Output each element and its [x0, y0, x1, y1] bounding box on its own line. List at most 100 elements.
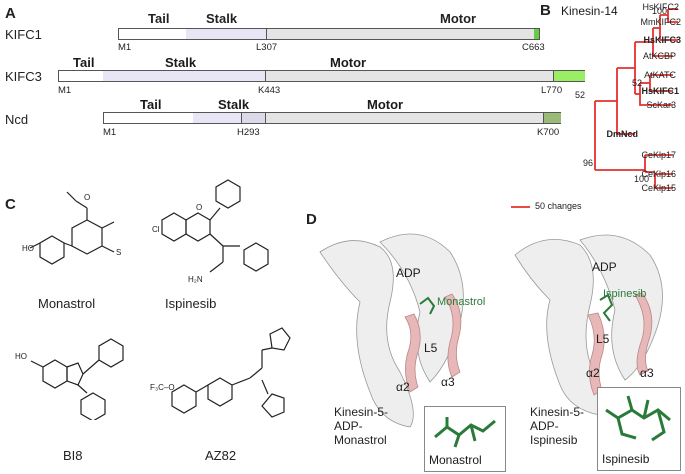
leaf-ceklp17: CeKlp17 — [641, 150, 676, 160]
kifc3-stalk-label: Stalk — [165, 55, 197, 70]
left-caption: Kinesin-5- ADP- Monastrol — [334, 405, 388, 447]
right-caption-line1: Kinesin-5- — [530, 405, 585, 419]
kifc1-end: C663 — [522, 42, 545, 53]
svg-text:O: O — [196, 203, 202, 212]
bi8-structure: HO — [15, 338, 124, 420]
az82-label: AZ82 — [205, 448, 237, 463]
kifc1-stalk-label: Stalk — [206, 11, 238, 26]
leaf-hskifc1: HsKIFC1 — [641, 86, 679, 96]
kifc3-stalk-seg — [103, 71, 265, 81]
right-inset-label: Ispinesib — [602, 452, 650, 466]
kifc3-boundary: K443 — [258, 85, 281, 96]
panel-d-letter: D — [306, 211, 317, 228]
bootstrap-2: 52 — [575, 90, 586, 100]
ncd-stalk-seg — [193, 113, 241, 123]
svg-text:HO: HO — [22, 244, 34, 253]
svg-text:HO: HO — [15, 352, 27, 361]
monastrol-label: Monastrol — [38, 296, 96, 311]
leaf-dmncd: DmNcd — [606, 129, 638, 139]
leaf-hskifc2: HsKIFC2 — [642, 2, 679, 12]
kinesin5-monastrol-structure — [319, 233, 464, 428]
kifc1-end-seg — [534, 29, 539, 39]
right-a3-label: α3 — [640, 366, 654, 380]
kifc1-bar — [118, 28, 540, 40]
leaf-sckar3: ScKar3 — [646, 100, 676, 110]
left-a2-label: α2 — [396, 380, 410, 394]
kifc1-name: KIFC1 — [5, 27, 42, 42]
kinesin5-ispinesib-structure — [514, 234, 663, 415]
svg-text:Cl: Cl — [152, 225, 160, 234]
panel-a-letter: A — [5, 5, 16, 22]
bi8-label: BI8 — [63, 448, 83, 463]
ncd-name: Ncd — [5, 112, 29, 127]
bootstrap-5: 100 — [634, 174, 650, 184]
bootstrap-1: 100 — [652, 6, 668, 16]
kifc3-tail-label: Tail — [73, 55, 95, 70]
ncd-motor-label: Motor — [367, 97, 404, 112]
right-caption: Kinesin-5- ADP- Ispinesib — [530, 405, 584, 447]
az82-structure: F₃C–O — [150, 327, 291, 418]
left-adp-label: ADP — [396, 266, 421, 280]
left-caption-line2: ADP- — [334, 419, 363, 433]
ispinesib-label: Ispinesib — [165, 296, 217, 311]
kifc3-end-seg — [419, 71, 584, 81]
ncd-end: K700 — [537, 127, 560, 138]
right-a2-label: α2 — [586, 366, 600, 380]
tree-title: Kinesin-14 — [561, 4, 618, 18]
right-inset: Ispinesib — [597, 387, 681, 471]
right-caption-line2: ADP- — [530, 419, 559, 433]
kifc3-bar — [58, 70, 585, 82]
svg-text:S: S — [116, 248, 121, 257]
left-a3-label: α3 — [441, 375, 455, 389]
phylogenetic-tree — [511, 8, 678, 208]
ncd-boundary: H293 — [237, 127, 260, 138]
kifc1-boundary: L307 — [256, 42, 278, 53]
bootstrap-3: 52 — [632, 78, 643, 88]
left-inset-label: Monastrol — [429, 453, 482, 467]
ncd-tail-seg — [104, 113, 193, 123]
monastrol-structure: O HO S — [22, 191, 121, 265]
svg-text:O: O — [84, 193, 90, 202]
kifc1-stalk-seg — [186, 29, 266, 39]
right-l5-label: L5 — [596, 332, 610, 346]
kifc3-tail-seg — [59, 71, 103, 81]
right-adp-label: ADP — [592, 260, 617, 274]
ncd-tail-label: Tail — [140, 97, 162, 112]
leaf-ceklp15: CeKlp15 — [641, 183, 676, 193]
kifc3-end: L770 — [541, 85, 563, 96]
leaf-atkatc: AtKATC — [644, 70, 676, 80]
panel-b-letter: B — [540, 2, 551, 19]
kifc1-start: M1 — [118, 42, 132, 53]
kifc3-motor-seg — [265, 71, 420, 81]
kifc3-green-seg — [553, 71, 585, 81]
ncd-start: M1 — [103, 127, 117, 138]
right-drug-label: Ispinesib — [603, 288, 647, 300]
kifc3-start: M1 — [58, 85, 72, 96]
left-l5-label: L5 — [424, 341, 438, 355]
left-caption-line3: Monastrol — [334, 433, 387, 447]
ncd-stalk2-seg — [241, 113, 266, 123]
left-caption-line1: Kinesin-5- — [334, 405, 389, 419]
tree-scale-label: 50 changes — [535, 201, 582, 211]
leaf-atkcbp: AtKCBP — [642, 51, 676, 61]
kifc1-tail-label: Tail — [148, 11, 170, 26]
kifc1-motor-seg — [266, 29, 535, 39]
ispinesib-structure: Cl O H₂N — [152, 179, 269, 284]
kifc3-name: KIFC3 — [5, 69, 42, 84]
monastrol-inset-structure — [434, 417, 496, 448]
ispinesib-inset-structure — [605, 395, 671, 442]
kifc1-motor-label: Motor — [440, 11, 477, 26]
kifc3-motor-label: Motor — [330, 55, 367, 70]
left-inset: Monastrol — [424, 406, 506, 472]
bootstrap-4: 96 — [583, 158, 594, 168]
ncd-bar — [103, 112, 561, 124]
leaf-mmkifc2: MmKIFC2 — [640, 17, 682, 27]
leaf-ceklp16: CeKlp16 — [641, 169, 676, 179]
kifc1-tail-seg — [119, 29, 186, 39]
svg-text:F₃C–O: F₃C–O — [150, 383, 175, 392]
ncd-green-seg — [543, 113, 561, 123]
ncd-stalk-label: Stalk — [218, 97, 250, 112]
panel-c-letter: C — [5, 196, 16, 213]
right-caption-line3: Ispinesib — [530, 433, 578, 447]
left-drug-label: Monastrol — [437, 296, 486, 308]
